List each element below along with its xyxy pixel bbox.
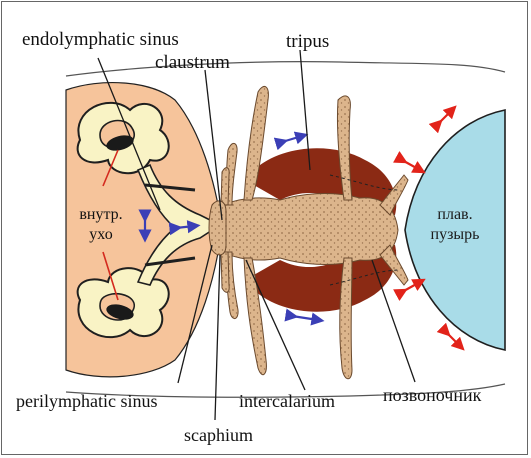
label-perilymphatic-sinus: perilymphatic sinus	[16, 392, 157, 410]
label-scaphium: scaphium	[184, 426, 253, 444]
label-swim-bladder-text: плав. пузырь	[431, 206, 480, 243]
label-inner-ear: внутр. ухо	[66, 205, 136, 245]
label-spine: позвоночник	[383, 386, 481, 404]
label-endolymphatic-sinus: endolymphatic sinus	[22, 30, 179, 49]
vertebral-bones	[209, 86, 408, 378]
label-swim-bladder: плав. пузырь	[418, 205, 492, 245]
label-inner-ear-text: внутр. ухо	[79, 206, 122, 243]
label-intercalarium: intercalarium	[239, 392, 335, 410]
label-tripus: tripus	[286, 32, 329, 51]
label-claustrum: claustrum	[155, 53, 230, 72]
vertebral-column	[222, 194, 398, 265]
